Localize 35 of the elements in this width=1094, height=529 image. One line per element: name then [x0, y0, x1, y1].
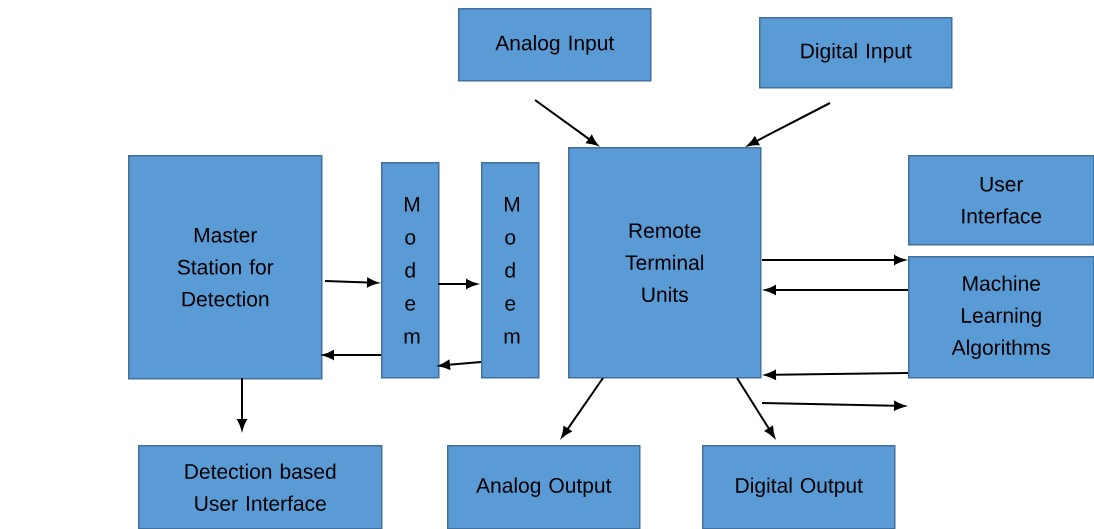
process-box — [908, 155, 1094, 246]
process-box — [568, 147, 762, 379]
box-label: Analog Output — [476, 477, 612, 498]
process-box — [908, 256, 1094, 379]
arrow — [438, 360, 482, 370]
box-label: Remote Terminal Units — [625, 223, 704, 303]
arrow — [324, 277, 379, 288]
arrow — [322, 350, 382, 360]
arrow — [764, 370, 909, 380]
arrow — [747, 102, 831, 147]
box-label: M o d e m — [504, 197, 520, 344]
process-box — [759, 17, 953, 89]
box-label: Analog Input — [495, 34, 615, 55]
process-box — [138, 445, 383, 529]
modem-box — [381, 162, 440, 379]
box-label: M o d e m — [404, 197, 420, 344]
box-label: Digital Output — [736, 477, 863, 498]
box-label: Detection based User Interface — [185, 463, 336, 511]
box-label: Digital Input — [801, 42, 912, 63]
arrow — [761, 255, 906, 265]
arrow — [237, 377, 247, 431]
process-box — [447, 445, 641, 529]
arrow — [561, 377, 604, 438]
box-label: Master Station for Detection — [177, 227, 274, 307]
box-label: Machine Learning Algorithms — [951, 275, 1051, 360]
arrow — [534, 99, 598, 146]
arrow — [437, 279, 478, 289]
box-label: User Interface — [962, 176, 1042, 224]
modem-box — [481, 162, 540, 379]
arrow — [761, 401, 906, 411]
process-box — [128, 155, 323, 380]
arrow — [764, 285, 909, 295]
process-box — [458, 8, 652, 82]
process-box — [702, 445, 896, 529]
arrow — [736, 377, 775, 438]
